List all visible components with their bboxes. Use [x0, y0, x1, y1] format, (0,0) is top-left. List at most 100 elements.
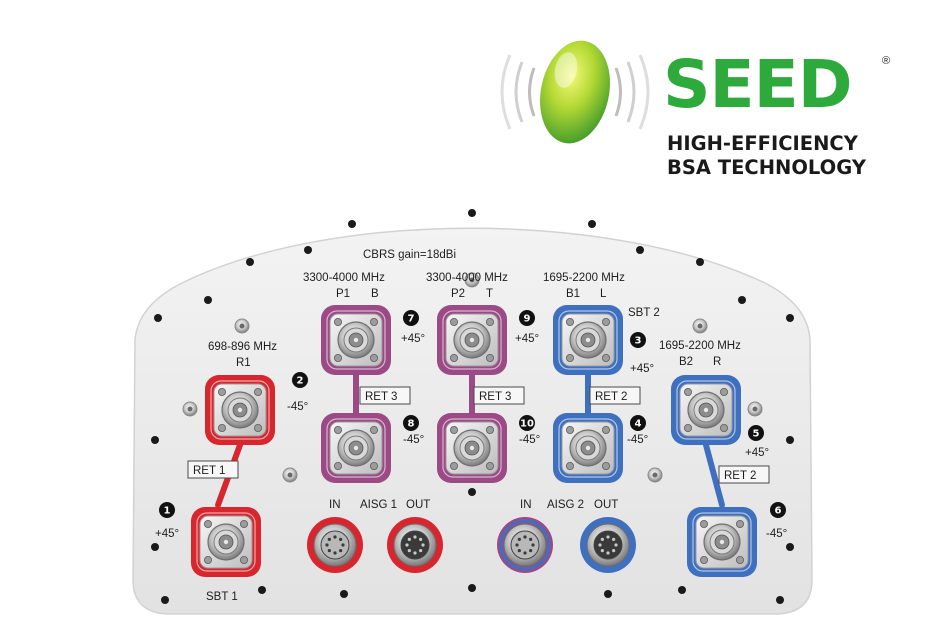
flange-screw-icon: [449, 461, 458, 470]
flange-screw-icon: [333, 353, 342, 362]
port-number: 4: [635, 419, 642, 430]
band-b2r-right: R: [713, 356, 721, 368]
mounting-hole: [468, 488, 476, 496]
ret-tag-3a: RET 3: [365, 391, 397, 403]
mounting-hole: [786, 543, 794, 551]
mounting-holes: [151, 209, 794, 604]
flange-screw-icon: [485, 461, 494, 470]
port-polarization: -45°: [766, 528, 787, 540]
port-number-badge: [519, 415, 535, 431]
port-number: 2: [297, 376, 304, 387]
aisg-in-2-label: IN: [520, 499, 532, 511]
signal-arcs-icon: [500, 54, 650, 130]
mounting-hole: [738, 296, 746, 304]
aisg-out-1-label: OUT: [406, 499, 430, 511]
flange-screw-icon: [566, 461, 575, 470]
port-8-p1b: [321, 413, 391, 483]
port-number: 3: [635, 336, 642, 347]
panel-screw-icon: [182, 401, 198, 417]
flange-screw-icon: [602, 461, 611, 470]
port-number-badge: [519, 310, 535, 326]
aisg-1-out-connector: [387, 517, 443, 573]
flange-screw-icon: [449, 425, 458, 434]
seed-logo: SEED ® HIGH-EFFICIENCY BSA TECHNOLOGY: [500, 40, 890, 179]
port-number-badge: [630, 332, 646, 348]
flange-screw-icon: [736, 556, 745, 565]
flange-screw-icon: [720, 423, 729, 432]
port-1-sbt1: [191, 507, 261, 577]
ret-tags: RET 1 RET 3 RET 3 RET 2 RET 2: [187, 386, 770, 484]
port-badges: 1+45°2-45°3+45°4-45°5+45°6-45°7+45°8-45°…: [155, 310, 787, 540]
port-polarization: +45°: [155, 528, 179, 540]
flange-screw-icon: [333, 461, 342, 470]
link-blue-right: [703, 442, 725, 508]
flange-screw-icon: [333, 317, 342, 326]
port-number: 9: [524, 314, 531, 325]
mounting-hole: [204, 296, 212, 304]
mounting-hole: [304, 246, 312, 254]
mounting-hole: [348, 220, 356, 228]
port-number-badge: [630, 415, 646, 431]
port-polarization: +45°: [745, 447, 769, 459]
flange-screw-icon: [485, 317, 494, 326]
mounting-hole: [786, 436, 794, 444]
flange-screw-icon: [239, 520, 248, 529]
flange-screw-icon: [485, 353, 494, 362]
rf-ports: [191, 305, 757, 577]
flange-screw-icon: [566, 317, 575, 326]
flange-screw-icon: [253, 423, 262, 432]
port-polarization: -45°: [627, 434, 648, 446]
port-7-p1b: [321, 305, 391, 375]
flange-screw-icon: [684, 423, 693, 432]
port-number-badge: [403, 310, 419, 326]
flange-screw-icon: [566, 353, 575, 362]
port-badge-6: 6-45°: [766, 502, 787, 540]
panel-screw-icon: [747, 401, 763, 417]
mounting-hole: [588, 220, 596, 228]
band-b1l-freq: 1695-2200 MHz: [543, 272, 625, 284]
port-badge-1: 1+45°: [155, 502, 179, 540]
mounting-hole: [468, 209, 476, 217]
flange-screw-icon: [369, 353, 378, 362]
flange-screw-icon: [566, 425, 575, 434]
mounting-hole: [636, 246, 644, 254]
mounting-hole: [696, 258, 704, 266]
port-polarization: +45°: [401, 333, 425, 345]
port-number: 5: [753, 429, 760, 440]
port-10-p2t: [437, 413, 507, 483]
ret-tag-2a: RET 2: [595, 391, 627, 403]
port-badge-9: 9 +45°: [515, 310, 539, 345]
panel-screw-icon: [692, 318, 708, 334]
flange-screw-icon: [203, 556, 212, 565]
flange-screw-icon: [720, 387, 729, 396]
port-polarization: +45°: [630, 363, 654, 375]
mounting-hole: [154, 314, 162, 322]
panel-screw-icon: [647, 467, 663, 483]
band-p2t-right: T: [486, 288, 493, 300]
flange-screw-icon: [700, 520, 709, 529]
logo-registered-mark: ®: [882, 55, 890, 67]
logo-tagline-line-1: HIGH-EFFICIENCY: [667, 132, 859, 155]
port-4-b1l: [553, 413, 623, 483]
flange-screw-icon: [217, 387, 226, 396]
band-p1b-left: P1: [336, 288, 350, 300]
band-r1-freq: 698-896 MHz: [208, 341, 277, 353]
port-number-badge: [770, 502, 786, 518]
flange-screw-icon: [369, 461, 378, 470]
flange-screw-icon: [239, 556, 248, 565]
port-9-p2t: [437, 305, 507, 375]
sbt-2-label: SBT 2: [628, 307, 660, 319]
aisg-out-2-label: OUT: [594, 499, 618, 511]
port-number-badge: [159, 502, 175, 518]
port-6-sbt2: [687, 507, 757, 577]
band-b1l-right: L: [600, 288, 607, 300]
port-polarization: -45°: [287, 401, 308, 413]
panel-screw-icon: [464, 272, 480, 288]
seed-egg-icon: [540, 40, 610, 144]
port-polarization: +45°: [515, 333, 539, 345]
band-p1b-freq: 3300-4000 MHz: [303, 272, 385, 284]
panel-screw-icon: [282, 467, 298, 483]
port-badge-10: 10-45°: [519, 415, 540, 446]
flange-screw-icon: [449, 317, 458, 326]
